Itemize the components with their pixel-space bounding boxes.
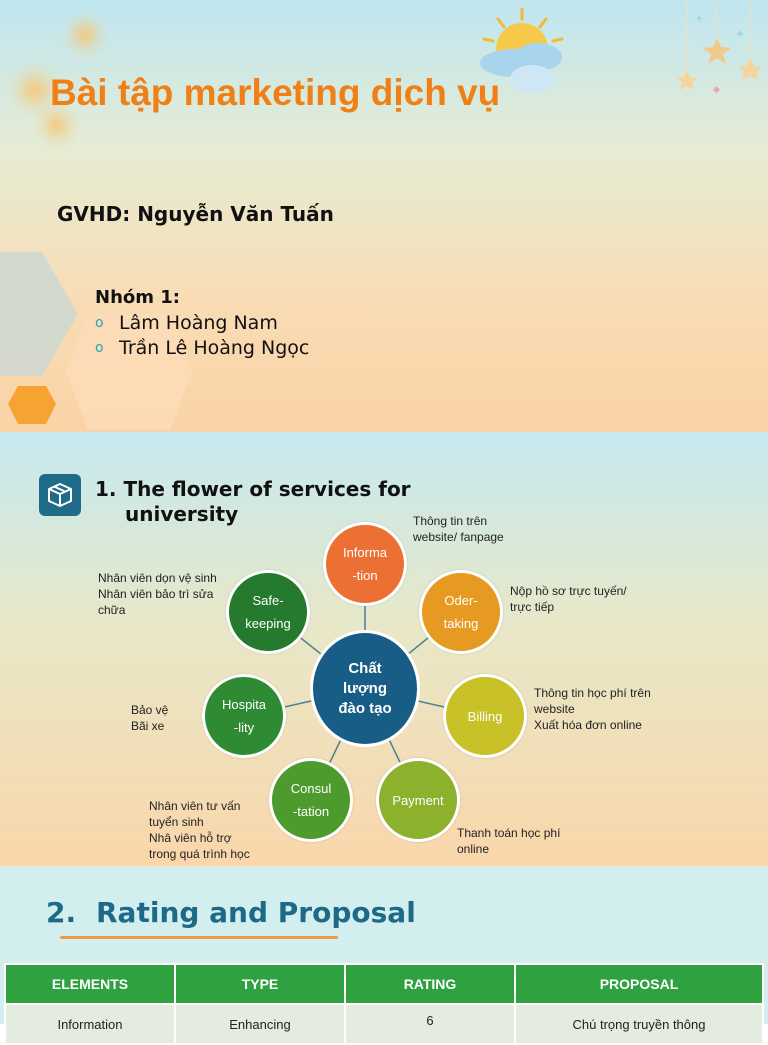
note-line: Thông tin trên (413, 514, 488, 528)
petal-label: keeping (245, 616, 291, 631)
svg-text:✦: ✦ (695, 14, 703, 25)
note-line: Bãi xe (131, 719, 165, 733)
note-payment: Thanh toán học phí online (457, 825, 560, 857)
petal-billing: Billing (443, 674, 527, 758)
hexagon-decoration (0, 252, 192, 430)
petal-safekeeping: Safe-keeping (226, 570, 310, 654)
note-line: Nhân viên dọn vệ sinh (98, 571, 217, 585)
note-line: Thanh toán học phí (457, 826, 561, 840)
sparkle-decoration (32, 100, 82, 150)
note-line: chữa (98, 603, 126, 617)
note-consultation: Nhân viên tư vấn tuyển sinh Nhâ viên hỗ … (149, 798, 250, 862)
note-line: trực tiếp (510, 600, 555, 614)
presentation-title: Bài tập marketing dịch vụ (50, 72, 501, 113)
table-cell: 6 (344, 1003, 516, 1045)
petal-label: Billing (467, 708, 503, 724)
hanging-stars-icon: ✦ ✦ ◆ (676, 0, 762, 95)
petal-label: Informa (342, 545, 388, 560)
member-name: Lâm Hoàng Nam (119, 312, 278, 334)
column-header: PROPOSAL (514, 963, 764, 1005)
core-label-line3: đào tạo (338, 699, 392, 717)
package-box-icon (39, 474, 81, 516)
note-line: tuyển sinh (149, 815, 204, 829)
list-item: o Trần Lê Hoàng Ngọc (95, 336, 309, 361)
table-cell: Enhancing (174, 1003, 346, 1045)
section-number: 2. (46, 896, 77, 929)
note-line: trong quá trình học (149, 847, 250, 861)
note-line: online (457, 842, 490, 856)
note-safekeeping: Nhân viên dọn vệ sinh Nhân viên bảo trì … (98, 570, 217, 618)
table-row: Information Enhancing 6 Chú trọng truyền… (4, 1003, 764, 1045)
petal-label: Consul (290, 781, 332, 796)
note-line: Xuất hóa đơn online (534, 718, 642, 732)
column-header: TYPE (174, 963, 346, 1005)
petal-payment: Payment (376, 758, 460, 842)
petal-consultation: Consul -tation (269, 758, 353, 842)
section-title-line1: The flower of services for (123, 477, 411, 501)
section-heading: 1. The flower of services for university (95, 477, 411, 527)
note-billing: Thông tin học phí trên website Xuất hóa … (534, 685, 651, 733)
note-line: Nhân viên bảo trì sửa (98, 587, 214, 601)
instructor-name: GVHD: Nguyễn Văn Tuấn (57, 202, 334, 226)
petal-label: taking (443, 616, 479, 631)
rating-table: ELEMENTS TYPE RATING PROPOSAL Informatio… (4, 963, 764, 1045)
petal-label: -lity (233, 720, 255, 735)
note-line: website (534, 702, 575, 716)
petal-label: Safe- (252, 593, 284, 608)
note-line: Nộp hồ sơ trực tuyến/ (510, 584, 627, 598)
group-label: Nhóm 1: (95, 287, 180, 308)
petal-hospitality: Hospita -lity (202, 674, 286, 758)
section-number: 1. (95, 477, 117, 501)
list-item: o Lâm Hoàng Nam (95, 311, 309, 336)
rating-proposal-slide: 2. Rating and Proposal ELEMENTS TYPE RATI… (0, 866, 768, 1045)
flower-of-services-slide: 1. The flower of services for university… (0, 432, 768, 866)
core-label-line1: Chất (348, 659, 382, 677)
table-cell: Information (4, 1003, 176, 1045)
section-title-line2: university (125, 502, 239, 526)
svg-text:✦: ✦ (735, 27, 745, 41)
section-heading: 2. Rating and Proposal (46, 896, 416, 929)
petal-label: Payment (392, 792, 444, 808)
petal-label: -tion (352, 568, 378, 583)
circle-bullet-icon: o (95, 315, 104, 331)
core-quality-circle: Chất lượng đào tạo (310, 630, 420, 747)
note-line: Nhân viên tư vấn (149, 799, 241, 813)
circle-bullet-icon: o (95, 340, 104, 356)
note-line: Nhâ viên hỗ trợ (149, 831, 232, 845)
note-information: Thông tin trên website/ fanpage (413, 513, 504, 545)
sun-cloud-icon (480, 7, 564, 93)
sparkle-decoration (60, 10, 110, 60)
column-header: ELEMENTS (4, 963, 176, 1005)
note-line: Thông tin học phí trên (534, 686, 651, 700)
svg-text:◆: ◆ (713, 85, 720, 95)
petal-label: Oder- (444, 593, 478, 608)
title-slide: ✦ ✦ ◆ Bài tập marketing dịch vụ GVHD: Ng… (0, 0, 768, 432)
petal-label: -tation (292, 804, 330, 819)
note-order-taking: Nộp hồ sơ trực tuyến/ trực tiếp (510, 583, 627, 615)
petal-order-taking: Oder-taking (419, 570, 503, 654)
member-name: Trần Lê Hoàng Ngọc (119, 337, 310, 359)
note-line: Bảo vệ (131, 703, 169, 717)
note-hospitality: Bảo vệ Bãi xe (131, 702, 168, 734)
note-line: website/ fanpage (413, 530, 504, 544)
core-label-line2: lượng (342, 679, 388, 697)
petal-label: Hospita (221, 697, 267, 712)
column-header: RATING (344, 963, 516, 1005)
table-header-row: ELEMENTS TYPE RATING PROPOSAL (4, 963, 764, 1005)
title-underline (60, 936, 338, 939)
section-title: Rating and Proposal (96, 896, 416, 929)
petal-information: Informa -tion (323, 522, 407, 606)
table-cell: Chú trọng truyền thông (514, 1003, 764, 1045)
